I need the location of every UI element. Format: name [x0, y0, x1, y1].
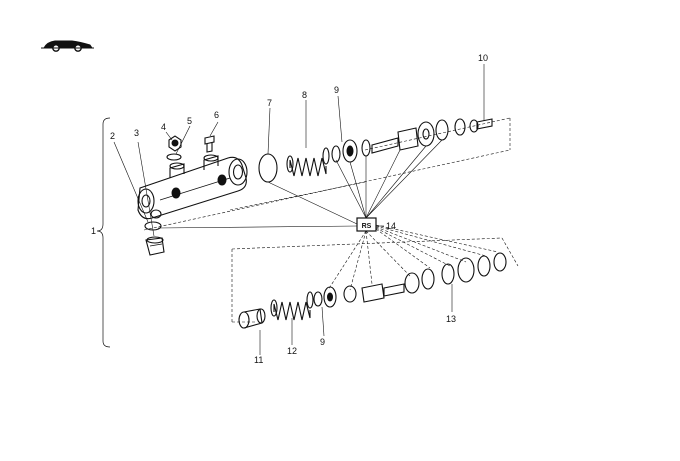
- callout-10: 10: [478, 53, 488, 63]
- callout-7: 7: [267, 98, 272, 108]
- part-8-spring: [286, 147, 330, 177]
- callout-4: 4: [161, 122, 166, 132]
- part-3-fitting: [145, 236, 165, 256]
- part-4-cap: [168, 135, 182, 152]
- master-cylinder-housing: [137, 154, 248, 220]
- callout-numbers: 1 2 3 4 5 6 7 8 9 10 14 11 12 9 13: [91, 53, 488, 365]
- callout-leaders: [113, 95, 384, 237]
- callout-11: 11: [254, 355, 263, 365]
- callout-5: 5: [187, 116, 192, 126]
- part-7-ring: [258, 153, 278, 183]
- rs-upper-leaders: [157, 139, 443, 229]
- part-10-push-rod: [469, 64, 493, 133]
- part-11-sleeve: [238, 308, 266, 355]
- callout-9-lower: 9: [320, 337, 325, 347]
- assembly-bracket: [96, 117, 111, 348]
- car-silhouette-icon: [41, 40, 94, 52]
- part-5-seal: [166, 153, 182, 161]
- callout-6: 6: [214, 110, 219, 120]
- callout-9-upper: 9: [334, 85, 339, 95]
- lower-assembly-frame: [231, 237, 519, 323]
- callout-8: 8: [302, 90, 307, 100]
- upper-piston-assembly: [331, 118, 466, 163]
- callout-1: 1: [91, 226, 96, 236]
- callout-2: 2: [110, 131, 115, 141]
- callout-14: 14: [386, 221, 396, 231]
- repair-set-box: RS: [356, 217, 377, 232]
- upper-assembly-frame: [143, 117, 511, 231]
- repair-set-label: RS: [362, 223, 372, 230]
- callout-12: 12: [287, 346, 297, 356]
- part-12-spring: [270, 291, 314, 345]
- callout-13: 13: [446, 314, 456, 324]
- lower-piston-assembly: [313, 252, 507, 337]
- callout-3: 3: [134, 128, 139, 138]
- part-6-screw: [204, 135, 215, 153]
- rs-lower-leaders: [327, 224, 499, 291]
